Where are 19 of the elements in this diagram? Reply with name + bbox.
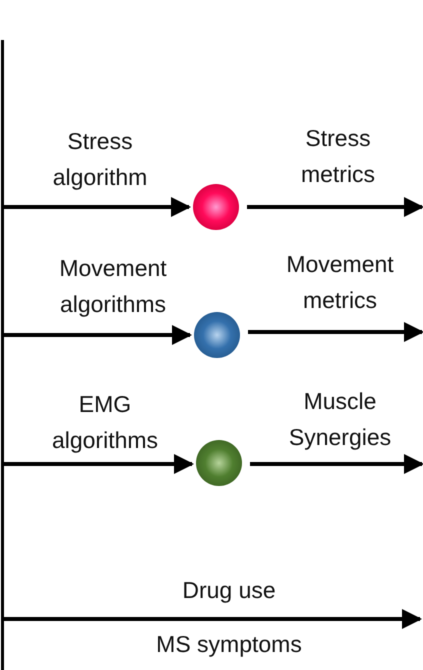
edge-label: EMG algorithms [50,390,160,455]
sphere [194,312,240,358]
sphere [193,184,239,230]
arrow [4,197,191,217]
edge-label: Drug use [181,576,277,605]
axis-label: MS symptoms [155,630,303,659]
edge-label: Muscle Synergies [288,387,392,452]
vertical-bar [1,40,4,670]
edge-label: Stress algorithm [52,127,148,192]
arrow [4,325,192,345]
arrow [248,322,423,342]
edge-label: Movement metrics [285,250,395,315]
arrow [250,454,423,474]
sphere [196,440,242,486]
edge-label: Stress metrics [300,124,376,189]
edge-label: Movement algorithms [58,254,168,319]
arrow [4,609,422,629]
arrow [4,454,194,474]
arrow [247,197,423,217]
